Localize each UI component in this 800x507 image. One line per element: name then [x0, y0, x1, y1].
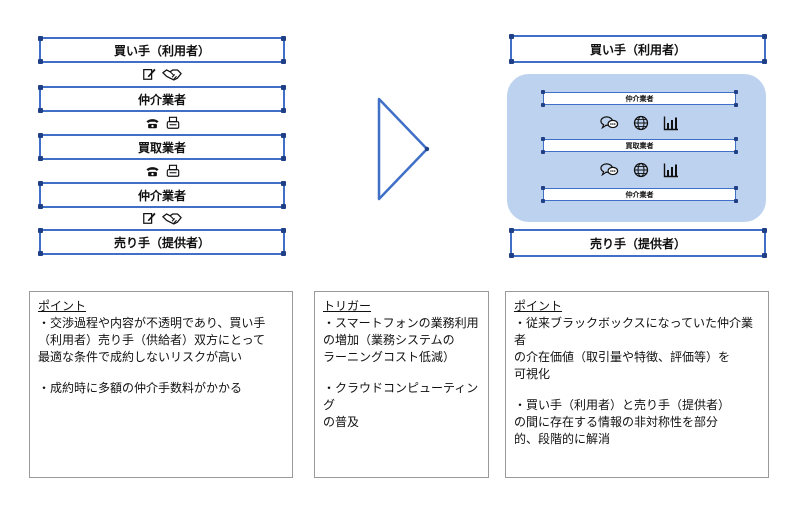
- right-buyer-box: 買い手（利用者）: [509, 34, 767, 64]
- left-panel-point-2: ・成約時に多額の仲介手数料がかかる: [38, 381, 243, 395]
- right-broker-top-label: 仲介業者: [625, 94, 654, 103]
- left-icons-row-2: [39, 115, 285, 131]
- right-broker-bottom-label: 仲介業者: [625, 190, 654, 199]
- left-icons-row-1: [39, 66, 285, 82]
- chat-bubbles-icon: [600, 115, 619, 131]
- left-purchaser-box: 買取業者: [38, 133, 286, 161]
- right-point-panel: ポイント ・従来ブラックボックスになっていた仲介業者 の介在価値（取引量や特徴、…: [505, 291, 769, 478]
- chat-bubbles-icon: [600, 162, 619, 178]
- trigger-panel: トリガー ・スマートフォンの業務利用 の増加（業務システムの ラーニングコスト低…: [314, 291, 489, 478]
- left-buyer-label: 買い手（利用者）: [113, 43, 210, 58]
- trigger-panel-point-2: ・クラウドコンピューティング の普及: [323, 381, 479, 429]
- document-edit-icon: [142, 67, 156, 81]
- left-icons-row-4: [39, 210, 285, 226]
- right-purchaser-box: 買取業者: [541, 137, 738, 154]
- handshake-icon: [162, 211, 182, 226]
- fax-icon: [166, 164, 180, 178]
- right-purchaser-label: 買取業者: [625, 141, 654, 150]
- telephone-icon: [145, 116, 160, 130]
- bar-chart-icon: [663, 115, 679, 131]
- left-broker-1-label: 仲介業者: [137, 92, 186, 107]
- fax-icon: [166, 116, 180, 130]
- left-purchaser-label: 買取業者: [137, 140, 186, 155]
- bar-chart-icon: [663, 162, 679, 178]
- document-edit-icon: [142, 211, 156, 225]
- telephone-icon: [145, 164, 160, 178]
- right-panel-point-1: ・従来ブラックボックスになっていた仲介業者 の介在価値（取引量や特徴、評価等）を…: [514, 316, 754, 381]
- right-seller-box: 売り手（提供者）: [509, 228, 767, 258]
- left-broker-2-label: 仲介業者: [137, 188, 186, 203]
- left-panel-point-1: ・交渉過程や内容が不透明であり、買い手 （利用者）売り手（供給者）双方にとって …: [38, 316, 266, 364]
- trigger-panel-point-1: ・スマートフォンの業務利用 の増加（業務システムの ラーニングコスト低減）: [323, 316, 479, 364]
- right-icons-row-2: [543, 161, 736, 179]
- right-buyer-label: 買い手（利用者）: [589, 42, 686, 57]
- left-broker-2-box: 仲介業者: [38, 181, 286, 209]
- right-panel-point-2: ・買い手（利用者）と売り手（提供者） の間に存在する情報の非対称性を部分 的、段…: [514, 398, 731, 446]
- globe-icon: [633, 162, 649, 178]
- right-seller-label: 売り手（提供者）: [589, 236, 686, 251]
- left-buyer-box: 買い手（利用者）: [38, 36, 286, 64]
- right-broker-bottom-box: 仲介業者: [541, 186, 738, 203]
- left-seller-box: 売り手（提供者）: [38, 228, 286, 256]
- left-icons-row-3: [39, 163, 285, 179]
- left-broker-1-box: 仲介業者: [38, 85, 286, 113]
- trigger-panel-heading: トリガー: [323, 299, 372, 313]
- globe-icon: [633, 115, 649, 131]
- right-icons-row-1: [543, 114, 736, 132]
- handshake-icon: [162, 67, 182, 82]
- left-seller-label: 売り手（提供者）: [113, 235, 210, 250]
- left-point-panel: ポイント ・交渉過程や内容が不透明であり、買い手 （利用者）売り手（供給者）双方…: [29, 291, 293, 478]
- right-panel-heading: ポイント: [514, 299, 563, 313]
- transition-arrow: [377, 97, 430, 201]
- right-broker-top-box: 仲介業者: [541, 90, 738, 107]
- left-panel-heading: ポイント: [38, 299, 87, 313]
